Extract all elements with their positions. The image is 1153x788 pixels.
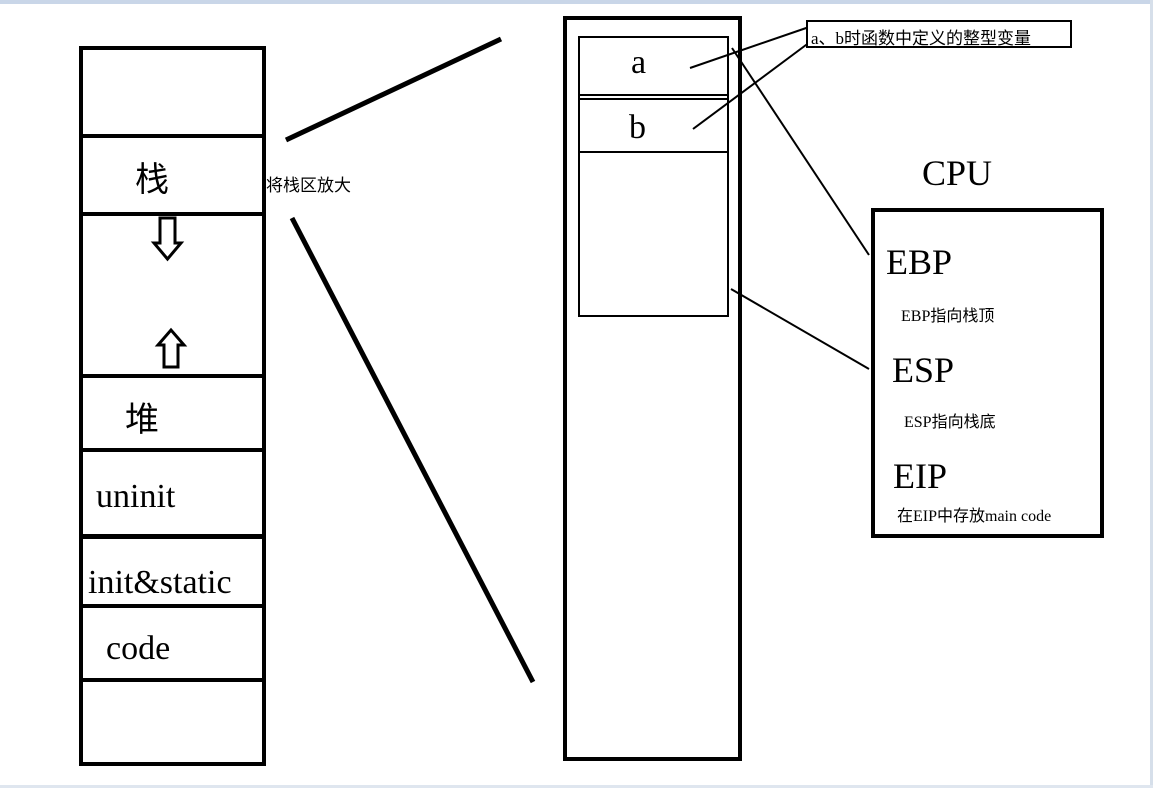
code-label: code bbox=[106, 630, 171, 667]
callout-box: a、b时函数中定义的整型变量 bbox=[806, 20, 1072, 48]
zoomed-stack-frame bbox=[578, 36, 729, 317]
var-b-label: b bbox=[629, 109, 646, 146]
slot-b-divider bbox=[578, 151, 729, 153]
memory-layout-column: 栈 堆 uninit init&static code bbox=[79, 46, 266, 766]
ebp-label: EBP bbox=[886, 242, 953, 282]
cpu-title: CPU bbox=[922, 153, 993, 193]
zoom-line-bottom bbox=[289, 216, 536, 684]
init-static-region: init&static bbox=[83, 542, 262, 608]
init-static-label: init&static bbox=[88, 564, 232, 601]
cpu-box bbox=[871, 208, 1104, 538]
callout-pointer-a bbox=[689, 25, 813, 69]
eip-label: EIP bbox=[893, 456, 947, 496]
esp-desc: ESP指向栈底 bbox=[904, 414, 996, 431]
slot-a-divider bbox=[578, 94, 729, 100]
code-region: code bbox=[83, 608, 262, 682]
window-right-border bbox=[1150, 0, 1153, 788]
ebp-pointer bbox=[731, 47, 870, 256]
down-arrow-icon bbox=[150, 216, 185, 262]
region-divider bbox=[83, 535, 262, 539]
ebp-desc: EBP指向栈顶 bbox=[901, 308, 995, 325]
window-top-border bbox=[0, 0, 1153, 4]
heap-label: 堆 bbox=[125, 402, 159, 439]
up-arrow-icon bbox=[154, 327, 188, 369]
zoom-line-top bbox=[284, 36, 503, 143]
zoom-note: 将栈区放大 bbox=[266, 176, 351, 195]
stack-label: 栈 bbox=[135, 162, 169, 199]
memory-top-region bbox=[83, 50, 262, 138]
eip-desc: 在EIP中存放main code bbox=[897, 508, 1052, 525]
window-bottom-border bbox=[0, 785, 1153, 788]
esp-pointer bbox=[730, 288, 870, 370]
callout-pointer-b bbox=[692, 41, 811, 130]
var-a-label: a bbox=[631, 44, 647, 81]
esp-label: ESP bbox=[892, 350, 955, 390]
stack-region: 栈 bbox=[83, 134, 262, 216]
free-region bbox=[83, 212, 262, 378]
callout-text: a、b时函数中定义的整型变量 bbox=[811, 29, 1032, 48]
heap-region: 堆 bbox=[83, 374, 262, 452]
uninit-label: uninit bbox=[96, 478, 176, 515]
zoomed-stack-column bbox=[563, 16, 742, 761]
